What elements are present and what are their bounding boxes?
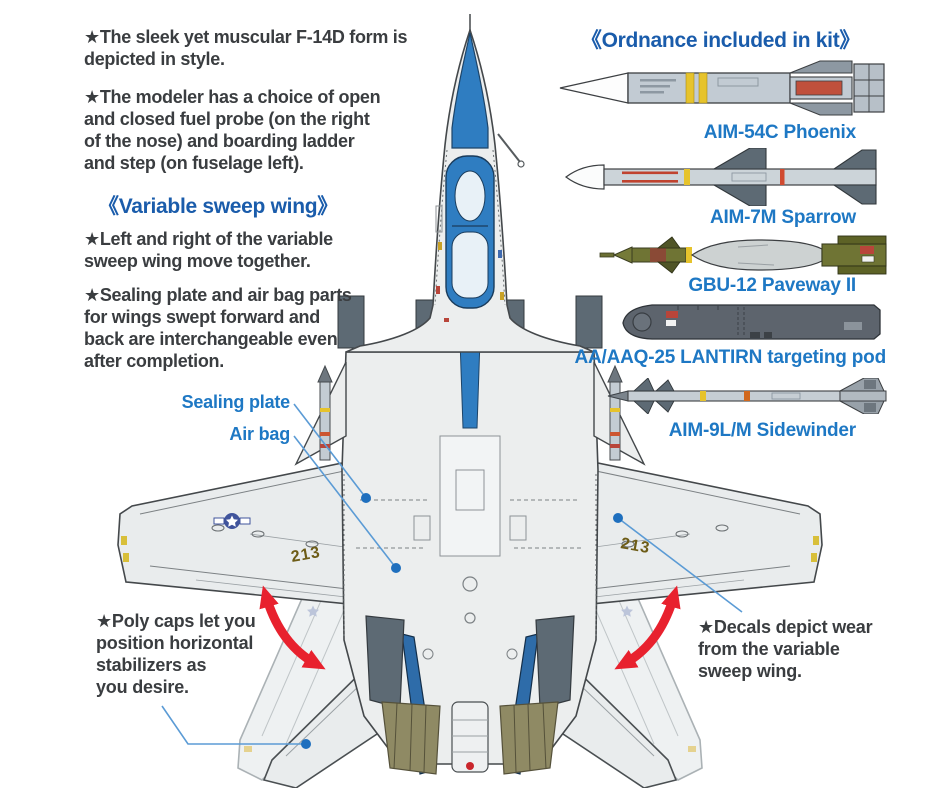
callout-line-poly-caps (161, 705, 306, 745)
variable-sweep-wing-heading: 《Variable sweep wing》 (98, 195, 338, 218)
modex-number-left: 213 (290, 544, 322, 566)
engine-fairing-right (535, 615, 575, 709)
feature-paragraph-wing-move: ★Left and right of the variable sweep wi… (84, 229, 333, 271)
intake-ramp-right-outer (575, 295, 603, 349)
feature-paragraph-form: ★The sleek yet muscular F-14D form is de… (84, 27, 408, 69)
phoenix-missile-graphic (559, 60, 885, 116)
callout-dot-decals (613, 513, 623, 523)
callout-dot-poly-caps (301, 739, 311, 749)
fuel-probe (497, 133, 521, 163)
sidewinder-missile-graphic (607, 378, 887, 414)
callout-dot-sealing-plate (361, 493, 371, 503)
ordnance-label-phoenix: AIM-54C Phoenix (703, 122, 856, 143)
roundel-left-wing (213, 513, 251, 529)
ordnance-label-lantirn: AA/AAQ-25 LANTIRN targeting pod (574, 347, 886, 368)
glove-pylon-missile-right (607, 364, 623, 461)
wing-sweep-arrow-right (614, 585, 681, 670)
sealing-plate-label: Sealing plate (181, 392, 291, 412)
exhaust-nozzle-left (381, 701, 441, 775)
paveway-bomb-graphic (599, 235, 887, 275)
poly-caps-note: ★Poly caps let you position horizontal s… (96, 611, 256, 697)
wing-sweep-arrow-left (259, 585, 326, 670)
ordnance-label-paveway: GBU-12 Paveway II (688, 275, 856, 296)
engine-fairing-left (365, 615, 405, 709)
canopy (445, 155, 495, 309)
callout-line-air-bag (293, 435, 397, 569)
callout-line-sealing-plate (293, 403, 367, 499)
ordnance-heading: 《Ordnance included in kit》 (580, 29, 861, 52)
ordnance-label-sidewinder: AIM-9L/M Sidewinder (668, 420, 856, 441)
exhaust-nozzle-right (499, 701, 559, 775)
glove-pylon-missile-left (317, 364, 333, 461)
lantirn-pod-graphic (622, 304, 881, 340)
feature-paragraph-options: ★The modeler has a choice of open and cl… (84, 87, 381, 173)
modex-number-right: 213 (619, 535, 651, 557)
feature-paragraph-sealing: ★Sealing plate and air bag parts for win… (84, 285, 352, 371)
beaver-tail (451, 701, 489, 773)
intake-ramp-left-outer (337, 295, 365, 349)
callout-dot-air-bag (391, 563, 401, 573)
air-bag-label: Air bag (229, 424, 290, 444)
ordnance-label-sparrow: AIM-7M Sparrow (709, 207, 856, 228)
callout-line-decals (617, 517, 743, 613)
sparrow-missile-graphic (564, 148, 877, 206)
decals-note: ★Decals depict wear from the variable sw… (698, 617, 873, 681)
nose-cone (451, 32, 489, 149)
